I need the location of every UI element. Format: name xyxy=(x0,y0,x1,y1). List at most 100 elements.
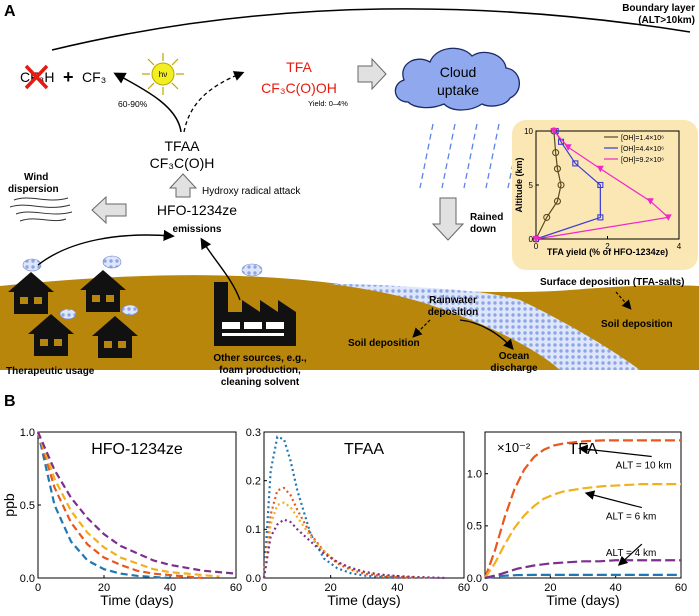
x-tick-label: 60 xyxy=(458,582,470,594)
plus-sign: + xyxy=(63,67,74,87)
boundary-layer-arc xyxy=(51,8,691,51)
x-tick-label: 20 xyxy=(98,582,110,594)
hv-label: hν xyxy=(159,70,167,79)
y-tick-label: 0.3 xyxy=(246,427,261,439)
series-line xyxy=(535,130,562,240)
rained-label-2: down xyxy=(470,224,496,235)
rain-streaks xyxy=(419,123,522,189)
data-point xyxy=(664,214,672,221)
boundary-layer-alt: (ALT>10km) xyxy=(638,15,695,26)
legend-entry: [OH]=1.4×10⁶ xyxy=(621,135,664,142)
arrow-up-to-tfaa xyxy=(168,173,198,198)
series-line xyxy=(36,431,220,578)
panel-b-label: B xyxy=(4,393,16,410)
rainwater-label-1: Rainwater xyxy=(429,295,477,306)
data-point xyxy=(597,214,604,221)
ground xyxy=(0,275,699,370)
data-point xyxy=(596,165,604,173)
wind-label-1: Wind xyxy=(24,172,48,183)
tfa-yield: Yield: 0–4% xyxy=(308,99,348,108)
series-line xyxy=(262,486,415,579)
arrow-to-soil-right xyxy=(615,291,632,310)
series-line xyxy=(535,130,601,240)
therapeutic-label: Therapeutic usage xyxy=(6,366,95,377)
plot-frame xyxy=(263,431,465,579)
series-line xyxy=(36,431,171,580)
y-tick-label: 0.0 xyxy=(467,573,482,585)
soil-left-label: Soil deposition xyxy=(348,338,420,349)
arrow-rained-down xyxy=(431,197,465,241)
x-tick-label: 2 xyxy=(605,242,610,251)
arrow-to-ocean xyxy=(459,319,514,350)
rained-label-1: Rained xyxy=(470,212,503,223)
x-tick-label: 40 xyxy=(391,582,403,594)
series-line xyxy=(484,573,681,580)
hfo-sub: emissions xyxy=(173,224,222,235)
y-tick-label: 1.0 xyxy=(20,427,35,439)
y-tick-label: 10 xyxy=(524,127,533,136)
boundary-layer-title: Boundary layer xyxy=(622,3,695,14)
x-tick-label: 40 xyxy=(610,582,622,594)
x-tick-label: 4 xyxy=(677,242,682,251)
panel-a-label: A xyxy=(4,3,16,20)
data-point xyxy=(550,128,558,135)
y-multiplier: ×10⁻² xyxy=(497,440,531,455)
y-axis-label: Altitude (km) xyxy=(514,157,524,212)
other-sources-1: Other sources, e.g., xyxy=(213,353,307,364)
x-axis-label: TFA yield (% of HFO-1234ze) xyxy=(547,247,668,257)
y-tick-label: 0.0 xyxy=(20,573,35,585)
house-icons xyxy=(8,270,138,358)
x-axis-label: Time (days) xyxy=(100,592,173,608)
y-tick-label: 0.1 xyxy=(246,524,261,536)
wind-icon xyxy=(9,197,73,222)
cf3-label: CF₃ xyxy=(82,69,106,85)
ocean-label-2: discharge xyxy=(490,363,538,374)
cloud-icon xyxy=(394,47,520,111)
hfo-name: HFO-1234ze xyxy=(157,202,237,218)
x-tick-label: 0 xyxy=(35,582,41,594)
y-tick-label: 0.0 xyxy=(246,573,261,585)
series-line xyxy=(262,501,431,579)
x-tick-label: 0 xyxy=(261,582,267,594)
data-point xyxy=(572,160,579,167)
x-tick-label: 40 xyxy=(164,582,176,594)
tfa-name: TFA xyxy=(286,59,312,75)
legend-entry: [OH]=4.4×10⁶ xyxy=(621,146,664,153)
inset-background xyxy=(512,120,698,270)
y-axis-label: ppb xyxy=(1,493,17,517)
data-point xyxy=(552,149,560,157)
data-point xyxy=(553,165,562,173)
y-tick-label: 0.2 xyxy=(246,476,261,488)
data-point xyxy=(557,181,565,189)
cross-icon xyxy=(24,64,49,90)
y-tick-label: 0.5 xyxy=(467,521,482,533)
y-tick-label: 1.0 xyxy=(467,469,482,481)
x-tick-label: 60 xyxy=(675,582,687,594)
sun-icon xyxy=(142,53,184,95)
data-point xyxy=(646,198,654,205)
tfa-formula: CF₃C(O)OH xyxy=(261,80,337,96)
x-tick-label: 0 xyxy=(482,582,488,594)
data-point xyxy=(532,236,540,243)
legend-entry: [OH]=9.2×10⁶ xyxy=(621,157,664,164)
y-tick-label: 5 xyxy=(529,181,534,190)
other-sources-3: cleaning solvent xyxy=(221,377,300,388)
chart-title: TFAA xyxy=(344,441,384,458)
cloud-label-2: uptake xyxy=(437,82,479,98)
hydroxy-label: Hydroxy radical attack xyxy=(202,186,301,197)
wind-label-2: dispersion xyxy=(8,184,59,195)
x-tick-label: 60 xyxy=(230,582,242,594)
series-line xyxy=(262,435,398,579)
arrow-to-wind xyxy=(91,195,127,225)
data-point xyxy=(597,181,604,189)
data-point xyxy=(564,144,572,151)
x-axis-label: Time (days) xyxy=(327,592,400,608)
arrow-to-cloud xyxy=(357,57,387,91)
data-point xyxy=(543,213,551,221)
percent-label: 60-90% xyxy=(118,99,148,109)
